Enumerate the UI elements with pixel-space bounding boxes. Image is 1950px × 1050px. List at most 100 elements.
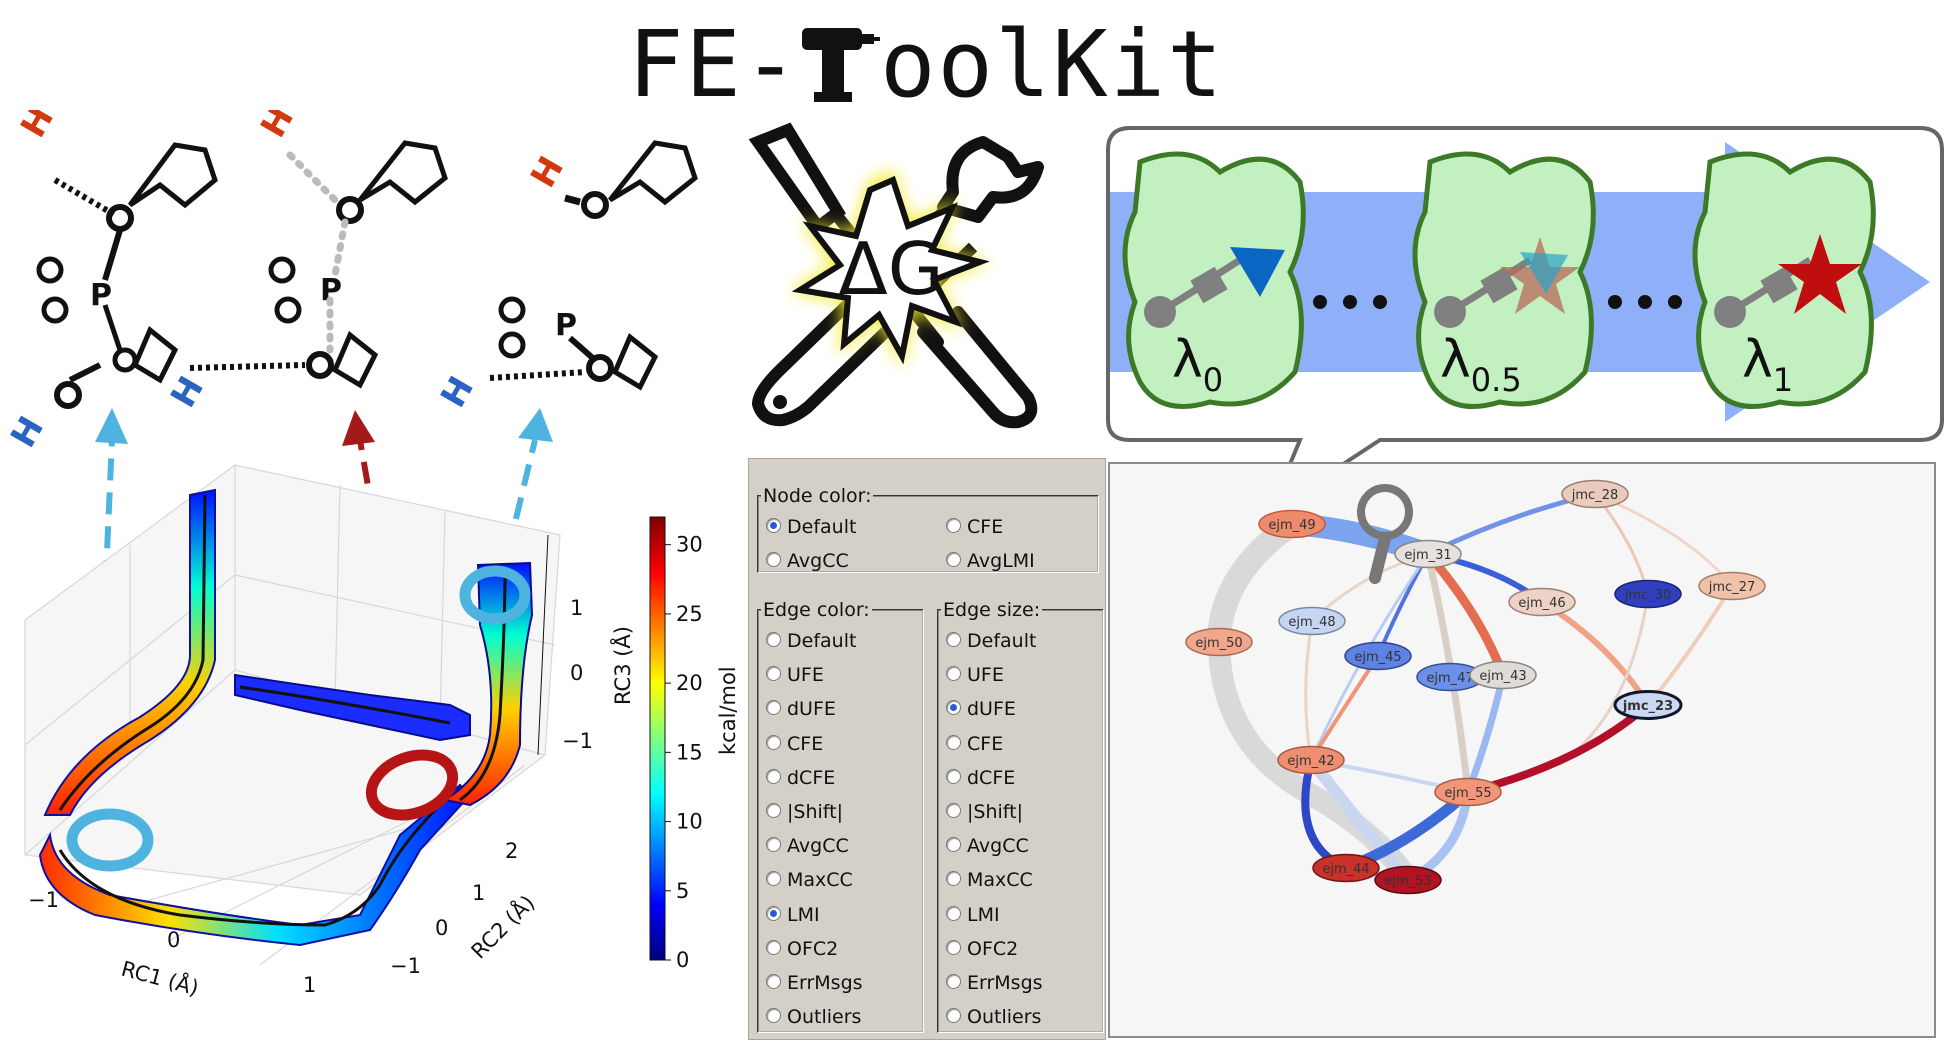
- graph-node-shape[interactable]: [1469, 660, 1537, 690]
- graph-edge[interactable]: [1304, 619, 1314, 762]
- edge-color-option[interactable]: Default: [766, 629, 856, 653]
- radio-button[interactable]: [946, 768, 961, 784]
- graph-edge[interactable]: [1593, 492, 1650, 596]
- node-color-option[interactable]: CFE: [946, 515, 1003, 539]
- graph-node-shape[interactable]: [1698, 571, 1766, 601]
- graph-node[interactable]: jmc_28: [1561, 479, 1629, 509]
- edge-size-option[interactable]: CFE: [946, 732, 1003, 756]
- graph-node[interactable]: ejm_42: [1277, 745, 1345, 775]
- graph-node-shape[interactable]: [1312, 853, 1380, 883]
- edge-size-option[interactable]: dCFE: [946, 766, 1015, 790]
- graph-node[interactable]: ejm_31: [1394, 539, 1462, 569]
- graph-node-shape[interactable]: [1508, 587, 1576, 617]
- radio-button[interactable]: [946, 552, 961, 567]
- graph-node-shape[interactable]: [1613, 690, 1683, 720]
- radio-button[interactable]: [766, 734, 781, 750]
- graph-node[interactable]: ejm_55: [1434, 777, 1502, 807]
- edge-color-option[interactable]: UFE: [766, 663, 824, 687]
- edge-color-option[interactable]: LMI: [766, 903, 820, 927]
- radio-button[interactable]: [946, 666, 961, 682]
- graph-node-shape[interactable]: [1614, 579, 1682, 609]
- graph-edge[interactable]: [1539, 599, 1651, 708]
- radio-button[interactable]: [766, 905, 781, 921]
- graph-node[interactable]: ejm_50: [1185, 627, 1253, 657]
- graph-node[interactable]: jmc_30: [1614, 579, 1682, 609]
- radio-button[interactable]: [946, 700, 961, 716]
- graph-node-shape[interactable]: [1374, 865, 1442, 895]
- graph-node[interactable]: jmc_27: [1698, 571, 1766, 601]
- radio-button[interactable]: [766, 768, 781, 784]
- radio-button[interactable]: [946, 871, 961, 887]
- lambda-0-sub: 0: [1203, 361, 1223, 399]
- radio-button[interactable]: [946, 734, 961, 750]
- graph-edge[interactable]: [1593, 492, 1734, 588]
- graph-node-shape[interactable]: [1344, 641, 1412, 671]
- graph-node[interactable]: jmc_23: [1613, 690, 1683, 720]
- radio-button[interactable]: [946, 518, 961, 533]
- edge-size-option[interactable]: UFE: [946, 663, 1004, 687]
- radio-button[interactable]: [946, 632, 961, 647]
- edge-color-option[interactable]: |Shift|: [766, 800, 843, 824]
- graph-node[interactable]: ejm_45: [1344, 641, 1412, 671]
- edge-size-option[interactable]: OFC2: [946, 937, 1018, 961]
- network-graph-view[interactable]: ejm_49 jmc_28 ejm_31 jmc_27 ejm_46 jmc_30 ejm_…: [1108, 462, 1936, 1038]
- radio-button[interactable]: [766, 871, 781, 887]
- radio-button[interactable]: [766, 666, 781, 682]
- network-graph-canvas[interactable]: ejm_49 jmc_28 ejm_31 jmc_27 ejm_46 jmc_30 ejm_…: [1110, 464, 1934, 1036]
- edge-size-option[interactable]: |Shift|: [946, 800, 1023, 824]
- radio-button[interactable]: [766, 632, 781, 647]
- radio-button[interactable]: [766, 939, 781, 955]
- graph-node-shape[interactable]: [1278, 606, 1346, 636]
- radio-button[interactable]: [946, 837, 961, 853]
- graph-node[interactable]: ejm_47: [1416, 662, 1484, 692]
- graph-node[interactable]: ejm_43: [1469, 660, 1537, 690]
- radio-button[interactable]: [766, 518, 781, 533]
- graph-node-label: ejm_46: [1518, 596, 1565, 611]
- radio-button[interactable]: [946, 939, 961, 955]
- radio-button[interactable]: [766, 837, 781, 853]
- graph-node[interactable]: ejm_44: [1312, 853, 1380, 883]
- graph-node-shape[interactable]: [1394, 539, 1462, 569]
- x-tick: 1: [303, 973, 316, 997]
- edge-size-option[interactable]: dUFE: [946, 697, 1016, 721]
- edge-color-option[interactable]: MaxCC: [766, 868, 853, 892]
- edge-size-option[interactable]: ErrMsgs: [946, 971, 1043, 995]
- edge-size-option[interactable]: Outliers: [946, 1005, 1041, 1029]
- radio-button[interactable]: [766, 974, 781, 989]
- edge-color-option[interactable]: ErrMsgs: [766, 971, 863, 995]
- graph-node[interactable]: ejm_49: [1258, 509, 1326, 539]
- graph-node[interactable]: ejm_53: [1374, 865, 1442, 895]
- edge-color-option[interactable]: CFE: [766, 732, 823, 756]
- graph-node-shape[interactable]: [1561, 479, 1629, 509]
- radio-button[interactable]: [766, 552, 781, 567]
- graph-node-label: jmc_30: [1624, 588, 1671, 603]
- node-color-option[interactable]: Default: [766, 515, 856, 539]
- edge-size-option[interactable]: AvgCC: [946, 834, 1029, 858]
- node-color-option[interactable]: AvgCC: [766, 549, 849, 573]
- radio-button[interactable]: [946, 974, 961, 989]
- radio-button[interactable]: [766, 1008, 781, 1024]
- graph-node[interactable]: ejm_48: [1278, 606, 1346, 636]
- radio-button[interactable]: [946, 803, 961, 818]
- graph-node-shape[interactable]: [1434, 777, 1502, 807]
- edge-size-option[interactable]: LMI: [946, 903, 1000, 927]
- graph-edge[interactable]: [1464, 671, 1507, 796]
- radio-button[interactable]: [766, 803, 781, 818]
- edge-color-option[interactable]: dCFE: [766, 766, 835, 790]
- edge-size-option[interactable]: MaxCC: [946, 868, 1033, 892]
- radio-button[interactable]: [766, 700, 781, 716]
- graph-node[interactable]: ejm_46: [1508, 587, 1576, 617]
- node-color-option[interactable]: AvgLMI: [946, 549, 1035, 573]
- edge-color-option[interactable]: AvgCC: [766, 834, 849, 858]
- graph-node-shape[interactable]: [1277, 745, 1345, 775]
- radio-button[interactable]: [946, 905, 961, 921]
- edge-color-option[interactable]: OFC2: [766, 937, 838, 961]
- radio-button[interactable]: [946, 1008, 961, 1024]
- edge-color-option[interactable]: Outliers: [766, 1005, 861, 1029]
- graph-edge[interactable]: [1309, 654, 1380, 762]
- free-energy-surface-plot: 1 0 −1 RC3 (Å) −1 0 1 RC1 (Å) −1 0 1 2 R…: [24, 464, 740, 1000]
- graph-node-shape[interactable]: [1185, 627, 1253, 657]
- edge-color-option[interactable]: dUFE: [766, 697, 836, 721]
- edge-size-option[interactable]: Default: [946, 629, 1036, 653]
- graph-node-shape[interactable]: [1258, 509, 1326, 539]
